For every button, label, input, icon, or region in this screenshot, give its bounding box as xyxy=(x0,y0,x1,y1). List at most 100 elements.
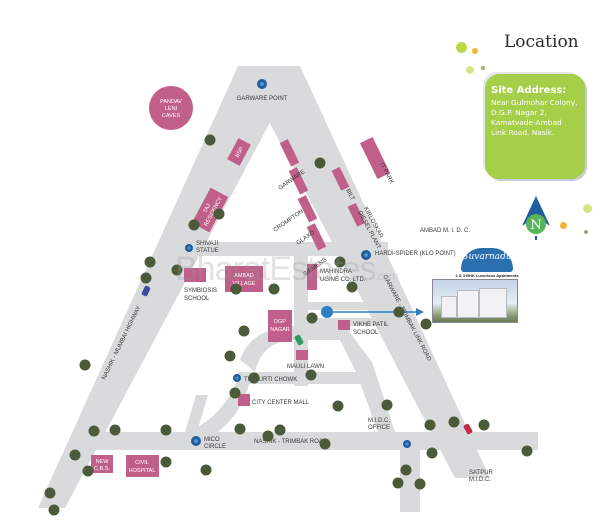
decor-dot xyxy=(456,42,467,53)
label-satpur-1: SATPUR xyxy=(469,470,494,476)
building-shape xyxy=(457,290,479,318)
label-trimbak-road: NASHIK - TRIMBAK ROAD xyxy=(254,439,328,445)
decor-dot xyxy=(584,230,588,234)
new-cbs-block xyxy=(91,455,113,473)
tree-icon xyxy=(346,281,358,293)
tree-icon xyxy=(332,400,344,412)
tree-icon xyxy=(144,256,156,268)
label-ambad-village-1: AMBAD xyxy=(234,273,254,279)
road-site-spur xyxy=(306,302,386,310)
tree-icon xyxy=(392,477,404,489)
tree-icon xyxy=(200,464,212,476)
tree-icon xyxy=(400,464,412,476)
label-vikhe-1: VIKHE PATIL xyxy=(353,322,389,328)
label-mico-1: MICO xyxy=(204,437,220,443)
tree-icon xyxy=(262,430,274,442)
tree-icon xyxy=(448,416,460,428)
tree-icon xyxy=(140,272,152,284)
marker-garware-point xyxy=(257,79,267,89)
decor-dot xyxy=(583,204,592,213)
label-mahindra-2: UGINE CO. LTD. xyxy=(320,277,366,283)
tree-icon xyxy=(393,306,405,318)
taj-residency-block xyxy=(191,187,229,233)
site-address-heading: Site Address: xyxy=(491,85,567,96)
label-civil-2: HOSPITAL xyxy=(129,468,156,474)
bsp-block xyxy=(227,138,251,166)
kirloskar-block xyxy=(347,202,366,227)
label-dgp-1: DGP xyxy=(274,319,286,325)
site-address-box: Site Address: Near Gulmohar Colony, D.G.… xyxy=(485,74,585,179)
label-mahindra-1: MAHINDRA xyxy=(320,269,352,275)
mahindra-block xyxy=(307,264,317,290)
label-midc-office-1: M.I.D.C. xyxy=(368,418,390,424)
tree-icon xyxy=(319,438,331,450)
label-garware-point: GARWARE POINT xyxy=(237,96,288,102)
tree-icon xyxy=(69,449,81,461)
tree-icon xyxy=(188,219,200,231)
tree-icon xyxy=(171,264,183,276)
glaxo-block xyxy=(297,195,318,223)
crompton-block xyxy=(288,167,309,195)
tree-icon xyxy=(48,504,60,516)
label-crompton: CROMPTON xyxy=(273,209,305,234)
tree-icon xyxy=(82,465,94,477)
marker-mico-circle xyxy=(191,436,201,446)
road-garware-link-road xyxy=(238,66,490,478)
decor-dot xyxy=(481,66,485,70)
arrow-head-icon xyxy=(416,308,424,316)
label-dgp-2: NAGAR xyxy=(270,327,290,333)
marker-shivaji-statue xyxy=(185,244,193,252)
page-title: Location xyxy=(504,32,579,52)
decor-dot xyxy=(560,222,567,229)
project-photo xyxy=(432,279,518,323)
label-bsp: BSP xyxy=(235,146,246,159)
label-vikhe-2: SCHOOL xyxy=(353,330,379,336)
it-park-block xyxy=(359,136,391,180)
north-arrow-icon: N xyxy=(522,196,550,240)
road-mumbai-highway xyxy=(38,66,300,508)
tree-icon xyxy=(224,350,236,362)
tree-icon xyxy=(204,134,216,146)
building-shape xyxy=(479,288,507,318)
label-trimurti: TRIMURTI CHOWK xyxy=(244,377,297,383)
tree-icon xyxy=(230,283,242,295)
mauli-lawn-block xyxy=(296,350,308,360)
tree-icon xyxy=(274,424,286,436)
tree-icon xyxy=(79,359,91,371)
tree-icon xyxy=(334,256,346,268)
siemens-block xyxy=(306,223,327,251)
project-card: Suvarnadu 2 & 3 BHK Luxurious Apartments xyxy=(432,248,542,323)
pandav-leni-caves xyxy=(149,86,193,130)
watermark: BharatEstates.com xyxy=(175,250,399,289)
vikhe-patil-block xyxy=(338,320,350,330)
label-ambad-midc: AMBAD M. I. D. C. xyxy=(420,228,470,234)
tree-icon xyxy=(268,283,280,295)
label-pandav-1: PANDAV xyxy=(160,99,182,105)
watermark-text: BharatEstates xyxy=(175,250,377,288)
car-icon xyxy=(294,334,304,346)
label-pandav-2: LENI xyxy=(165,106,178,112)
car-icon xyxy=(141,285,151,297)
tree-icon xyxy=(478,419,490,431)
buildings xyxy=(91,86,391,477)
tree-icon xyxy=(88,425,100,437)
tree-icon xyxy=(420,318,432,330)
label-mauli-lawn: MAULI LAWN xyxy=(287,364,324,370)
road-shivaji-cross xyxy=(168,242,388,256)
tree-icon xyxy=(248,372,260,384)
tree-icon xyxy=(229,387,241,399)
tree-icon xyxy=(305,369,317,381)
marker-hardi-spider xyxy=(361,250,371,260)
label-symbiosis-2: SCHOOL xyxy=(184,296,210,302)
road-trimurti xyxy=(238,372,368,384)
symbiosis-block xyxy=(184,268,206,282)
tree-icon xyxy=(238,325,250,337)
label-taj-1: TAJ xyxy=(203,203,213,214)
label-new-cbs-1: NEW xyxy=(96,459,110,465)
tree-icon xyxy=(381,399,393,411)
project-logo: Suvarnadu xyxy=(461,248,513,272)
civil-hospital-block xyxy=(126,455,159,477)
tree-icon xyxy=(426,447,438,459)
building-shape xyxy=(441,296,457,318)
